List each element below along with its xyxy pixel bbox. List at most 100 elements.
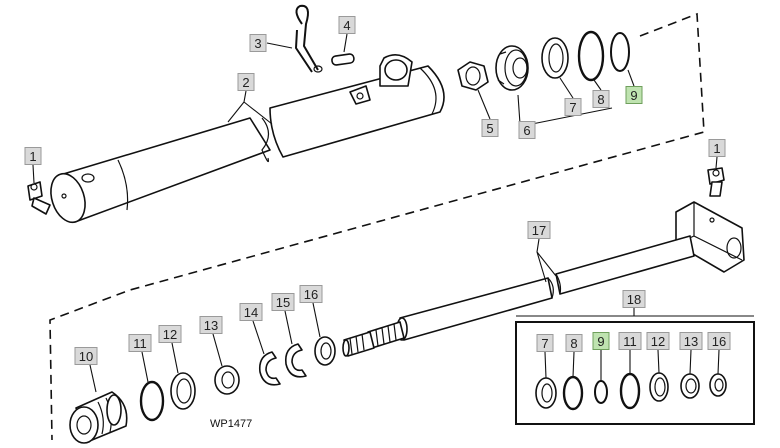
seal-ring-top (541, 37, 569, 79)
callout-c18: 18 (622, 290, 646, 308)
callout-box (707, 332, 731, 350)
callout-number: 13 (204, 318, 218, 333)
callout-box (481, 119, 499, 137)
piston-rod (342, 201, 745, 357)
callout-c10: 10 (74, 347, 98, 365)
callout-c8a: 8 (592, 90, 610, 108)
callout-c5: 5 (481, 119, 499, 137)
callout-box (239, 303, 263, 321)
callout-number: 9 (630, 88, 637, 103)
callout-number: 14 (244, 305, 258, 320)
callout-c2: 2 (237, 73, 255, 91)
callout-box (249, 34, 267, 52)
roll-pin (331, 53, 355, 66)
o-ring-top (577, 30, 605, 82)
callout-box (271, 293, 295, 311)
backup-ring-top (610, 32, 630, 72)
callout-c7a: 7 (564, 98, 582, 116)
callout-c3: 3 (249, 34, 267, 52)
callout-number: 8 (570, 336, 577, 351)
callout-number: 13 (684, 334, 698, 349)
callout-box (24, 147, 42, 165)
callout-number: 12 (163, 327, 177, 342)
rod-gland (69, 391, 128, 444)
dashed-assembly-outline (49, 12, 705, 441)
seal-12 (170, 372, 196, 410)
callout-c12b: 12 (646, 332, 670, 350)
callout-number: 2 (242, 75, 249, 90)
callout-c7b: 7 (536, 334, 554, 352)
grease-fitting-left (27, 181, 51, 215)
piston (495, 45, 529, 91)
kit-backup-ring-9 (594, 380, 608, 404)
callout-box (237, 73, 255, 91)
callout-number: 7 (569, 100, 576, 115)
callout-c9b: 9 (592, 332, 610, 350)
kit-o-ring-11 (619, 372, 641, 410)
callout-box (527, 221, 551, 239)
callout-box (564, 98, 582, 116)
callout-number: 1 (29, 149, 36, 164)
callout-number: 18 (627, 292, 641, 307)
callout-number: 16 (304, 287, 318, 302)
callout-c13a: 13 (199, 316, 223, 334)
callout-number: 17 (532, 223, 546, 238)
callout-box (679, 332, 703, 350)
callout-box (536, 334, 554, 352)
callout-c16a: 16 (299, 285, 323, 303)
callout-number: 10 (79, 349, 93, 364)
callout-number: 11 (133, 336, 147, 351)
callout-c6: 6 (518, 121, 536, 139)
callout-box (199, 316, 223, 334)
callout-box (338, 16, 356, 34)
callout-c15: 15 (271, 293, 295, 311)
o-ring-11 (139, 380, 165, 422)
callout-c14: 14 (239, 303, 263, 321)
callout-number: 8 (597, 92, 604, 107)
washer-16 (314, 336, 336, 366)
callout-c13b: 13 (679, 332, 703, 350)
gland-nut (457, 61, 489, 91)
callout-box (299, 285, 323, 303)
wiper-13 (214, 365, 240, 395)
callout-box (74, 347, 98, 365)
callout-c12a: 12 (158, 325, 182, 343)
callout-number: 12 (651, 334, 665, 349)
callout-c1b: 1 (708, 139, 726, 157)
callout-box (518, 121, 536, 139)
callout-c17: 17 (527, 221, 551, 239)
callout-c9a: 9 (625, 86, 643, 104)
callout-number: 16 (712, 334, 726, 349)
leader-lines (32, 33, 754, 393)
callout-box (565, 334, 583, 352)
callout-number: 15 (276, 295, 290, 310)
grease-fitting-right (707, 167, 725, 197)
callout-box (625, 86, 643, 104)
callout-box (622, 290, 646, 308)
callout-box (618, 332, 642, 350)
kit-o-ring-8 (562, 375, 584, 411)
callout-number: 4 (343, 18, 350, 33)
callout-box (708, 139, 726, 157)
callout-number: 6 (523, 123, 530, 138)
callout-number: 5 (486, 121, 493, 136)
snap-ring-14 (258, 351, 281, 386)
callout-box (158, 325, 182, 343)
kit-seal-ring-7 (535, 377, 557, 409)
callout-number: 3 (254, 36, 261, 51)
figure-code: WP1477 (210, 418, 252, 430)
callout-number: 1 (713, 141, 720, 156)
callout-number: 7 (541, 336, 548, 351)
callout-c8b: 8 (565, 334, 583, 352)
callout-c1a: 1 (24, 147, 42, 165)
cylinder-barrel (50, 54, 445, 224)
spring-pin (295, 4, 323, 73)
callout-box (128, 334, 152, 352)
snap-ring-15 (284, 343, 307, 378)
callout-box (646, 332, 670, 350)
callout-c11a: 11 (128, 334, 152, 352)
callout-number: 9 (597, 334, 604, 349)
callout-c11b: 11 (618, 332, 642, 350)
